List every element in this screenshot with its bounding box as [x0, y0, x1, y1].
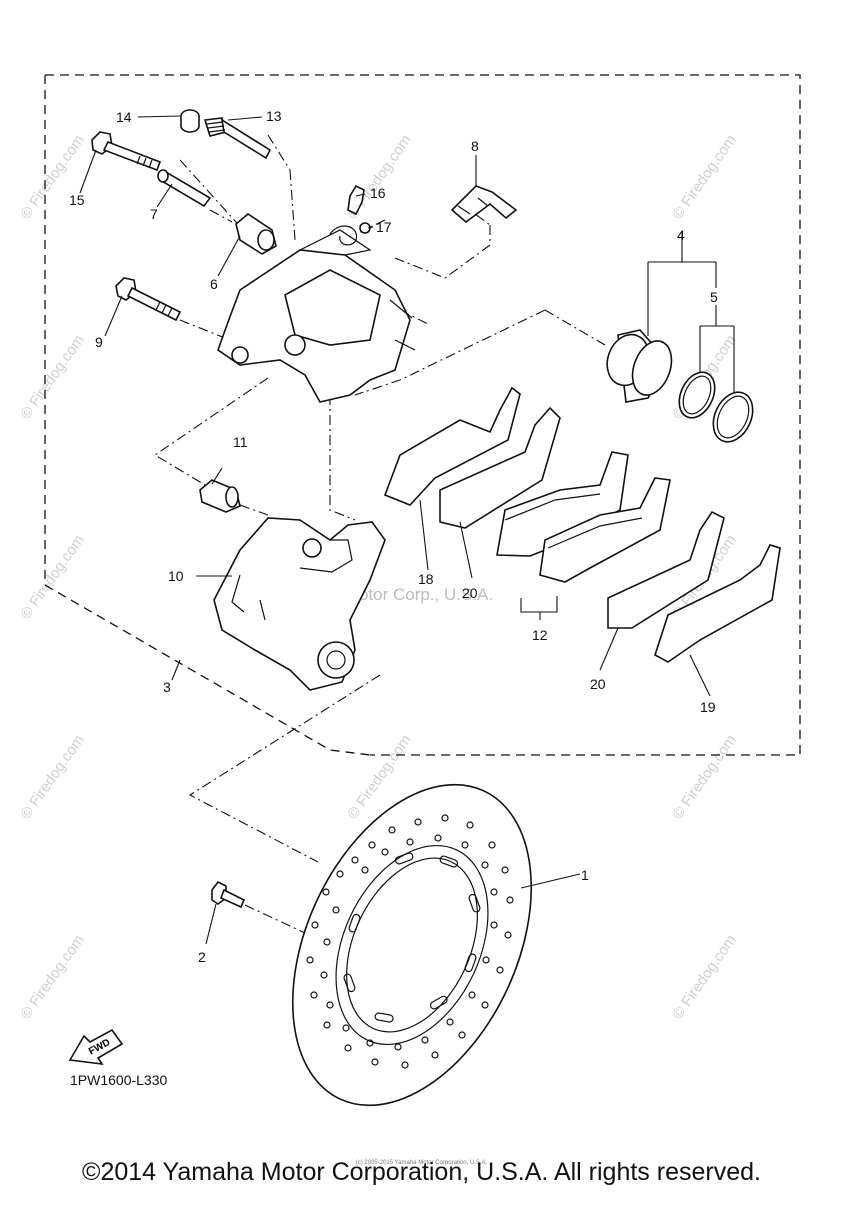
watermark: © Firedog.com — [17, 132, 87, 223]
callout-1: 1 — [581, 867, 589, 883]
part-5-dust-ring[interactable] — [706, 386, 761, 448]
part-11-boot[interactable] — [199, 479, 241, 513]
callout-4: 4 — [677, 227, 685, 243]
assembly-boundary — [44, 74, 801, 756]
part-16-bleed-valve[interactable] — [347, 184, 365, 216]
part-15-bolt[interactable] — [91, 131, 162, 172]
callout-11: 11 — [233, 434, 248, 450]
watermark: © Firedog.com — [17, 332, 87, 423]
watermark: © Firedog.com — [17, 932, 87, 1023]
watermark: © Firedog.com — [17, 732, 87, 823]
part-2-disc-bolt[interactable] — [211, 880, 246, 909]
part-20-shim-upper[interactable] — [439, 406, 561, 529]
part-12-brake-pad-outer[interactable] — [539, 477, 671, 583]
part-9-bolt[interactable] — [115, 277, 182, 322]
callout-15: 15 — [69, 192, 85, 208]
watermark: © Firedog.com — [17, 532, 87, 623]
callout-7: 7 — [150, 206, 158, 222]
callout-20-upper: 20 — [462, 585, 478, 601]
callout-2: 2 — [198, 949, 206, 965]
part-6-boot[interactable] — [235, 213, 277, 255]
fwd-arrow-icon: FWD — [68, 1028, 124, 1066]
part-18-shim[interactable] — [383, 386, 521, 506]
callout-18: 18 — [418, 571, 434, 587]
part-8-pad-spring[interactable] — [450, 185, 518, 224]
callout-3: 3 — [163, 679, 171, 695]
part-10-caliper-bracket[interactable] — [213, 517, 386, 691]
part-12-brake-pad-inner[interactable] — [496, 451, 629, 557]
part-20-shim-lower[interactable] — [607, 510, 725, 629]
callout-6: 6 — [210, 276, 218, 292]
part-5-seal-ring[interactable] — [672, 366, 721, 423]
part-1-brake-disc[interactable] — [245, 747, 579, 1144]
callout-5: 5 — [710, 289, 718, 305]
part-19-shim[interactable] — [654, 544, 781, 663]
copyright-footer: ©2014 Yamaha Motor Corporation, U.S.A. A… — [82, 1158, 761, 1186]
callout-10: 10 — [168, 568, 184, 584]
callout-13: 13 — [266, 108, 282, 124]
diagram-code: 1PW1600-L330 — [70, 1072, 168, 1088]
callout-17: 17 — [376, 219, 392, 235]
part-13-bleed-screw[interactable] — [203, 117, 272, 160]
caliper-body[interactable] — [217, 229, 416, 403]
fine-print: (c) 2005-2015 Yamaha Motor Corporation, … — [355, 1160, 488, 1166]
watermark: © Firedog.com — [669, 932, 739, 1023]
part-4-piston[interactable] — [600, 329, 678, 403]
callout-8: 8 — [471, 138, 479, 154]
callout-20-lower: 20 — [590, 676, 606, 692]
part-14-cap[interactable] — [180, 109, 200, 133]
callout-14: 14 — [116, 109, 132, 125]
callout-9: 9 — [95, 334, 103, 350]
part-7-pin[interactable] — [157, 169, 212, 208]
alignment-lines — [153, 134, 606, 941]
callout-12: 12 — [532, 627, 548, 643]
callout-labels: 1 2 3 4 5 6 7 8 9 10 11 12 13 14 15 16 1… — [69, 108, 718, 965]
callout-19: 19 — [700, 699, 716, 715]
watermark: © Firedog.com — [669, 132, 739, 223]
watermark: © Firedog.com — [669, 732, 739, 823]
leader-lines — [79, 115, 735, 945]
part-17-clip[interactable] — [329, 222, 371, 246]
callout-16: 16 — [370, 185, 386, 201]
